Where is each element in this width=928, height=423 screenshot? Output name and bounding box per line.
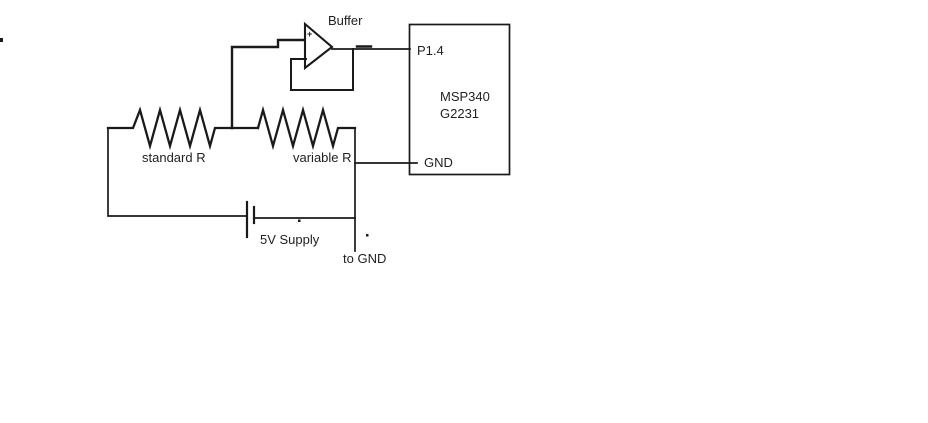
stray-dot-to-gnd	[366, 234, 369, 237]
supply-label: 5V Supply	[260, 232, 320, 247]
mcu-box	[408, 23, 511, 176]
variable-resistor-label: variable R	[293, 150, 352, 165]
stray-dot-battery-wire	[298, 219, 301, 222]
variable-resistor	[256, 105, 357, 151]
wire-buffer-input	[230, 38, 308, 130]
wire-left-loop	[107, 127, 247, 217]
mcu-pin-p14-label: P1.4	[417, 43, 444, 58]
buffer-label: Buffer	[328, 13, 363, 28]
stray-mark-left-edge	[0, 38, 3, 42]
mcu-name-line2: G2231	[440, 106, 480, 121]
opamp-plus-mark: +	[307, 29, 313, 39]
mcu-pin-gnd-label: GND	[424, 155, 453, 170]
opamp-triangle	[303, 21, 334, 71]
wire-opamp-feedback	[290, 48, 354, 91]
standard-resistor-label: standard R	[142, 150, 206, 165]
standard-resistor	[106, 105, 260, 151]
mcu-name-line1: MSP340	[440, 89, 490, 104]
to-gnd-label: to GND	[343, 251, 387, 266]
